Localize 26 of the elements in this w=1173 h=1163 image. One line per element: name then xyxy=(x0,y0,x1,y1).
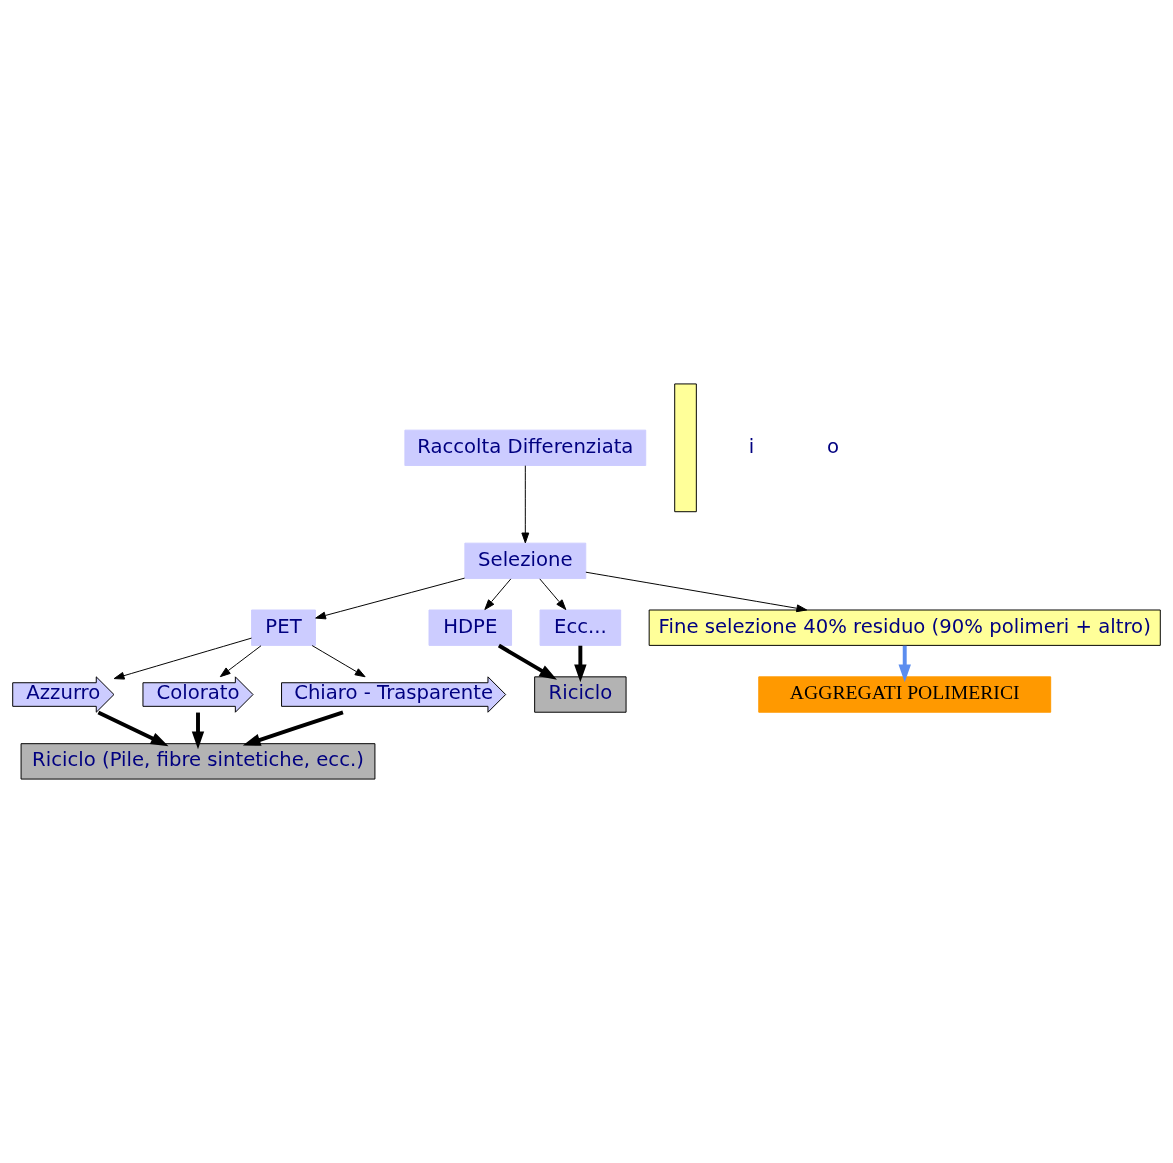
arrow xyxy=(311,645,366,678)
arrow xyxy=(497,643,557,680)
arrow xyxy=(242,710,344,746)
node-box: Ecc... xyxy=(539,609,622,646)
node-box: HDPE xyxy=(428,609,513,646)
arrow xyxy=(574,645,587,683)
node-box: Riciclo xyxy=(534,676,627,713)
node-box: Fine selezione 40% residuo (90% polimeri + altro) xyxy=(648,609,1161,646)
arrow xyxy=(898,645,911,683)
arrow xyxy=(484,578,512,611)
arrow xyxy=(539,578,567,611)
arrow xyxy=(97,710,169,747)
node-box: Selezione xyxy=(464,542,587,580)
node-box xyxy=(674,383,697,513)
arrow xyxy=(219,645,262,678)
arrow xyxy=(315,577,466,620)
node-box: AGGREGATI POLIMERICI xyxy=(758,676,1052,713)
node-box: Raccolta Differenziata xyxy=(404,429,647,466)
arrow xyxy=(585,571,808,613)
label: i xyxy=(748,434,755,458)
arrow xyxy=(191,712,205,750)
node-box: PET xyxy=(251,609,316,646)
arrow xyxy=(113,637,252,680)
arrow xyxy=(521,465,530,544)
node-box: Riciclo (Pile, fibre sintetiche, ecc.) xyxy=(20,743,376,780)
label: o xyxy=(826,434,839,458)
